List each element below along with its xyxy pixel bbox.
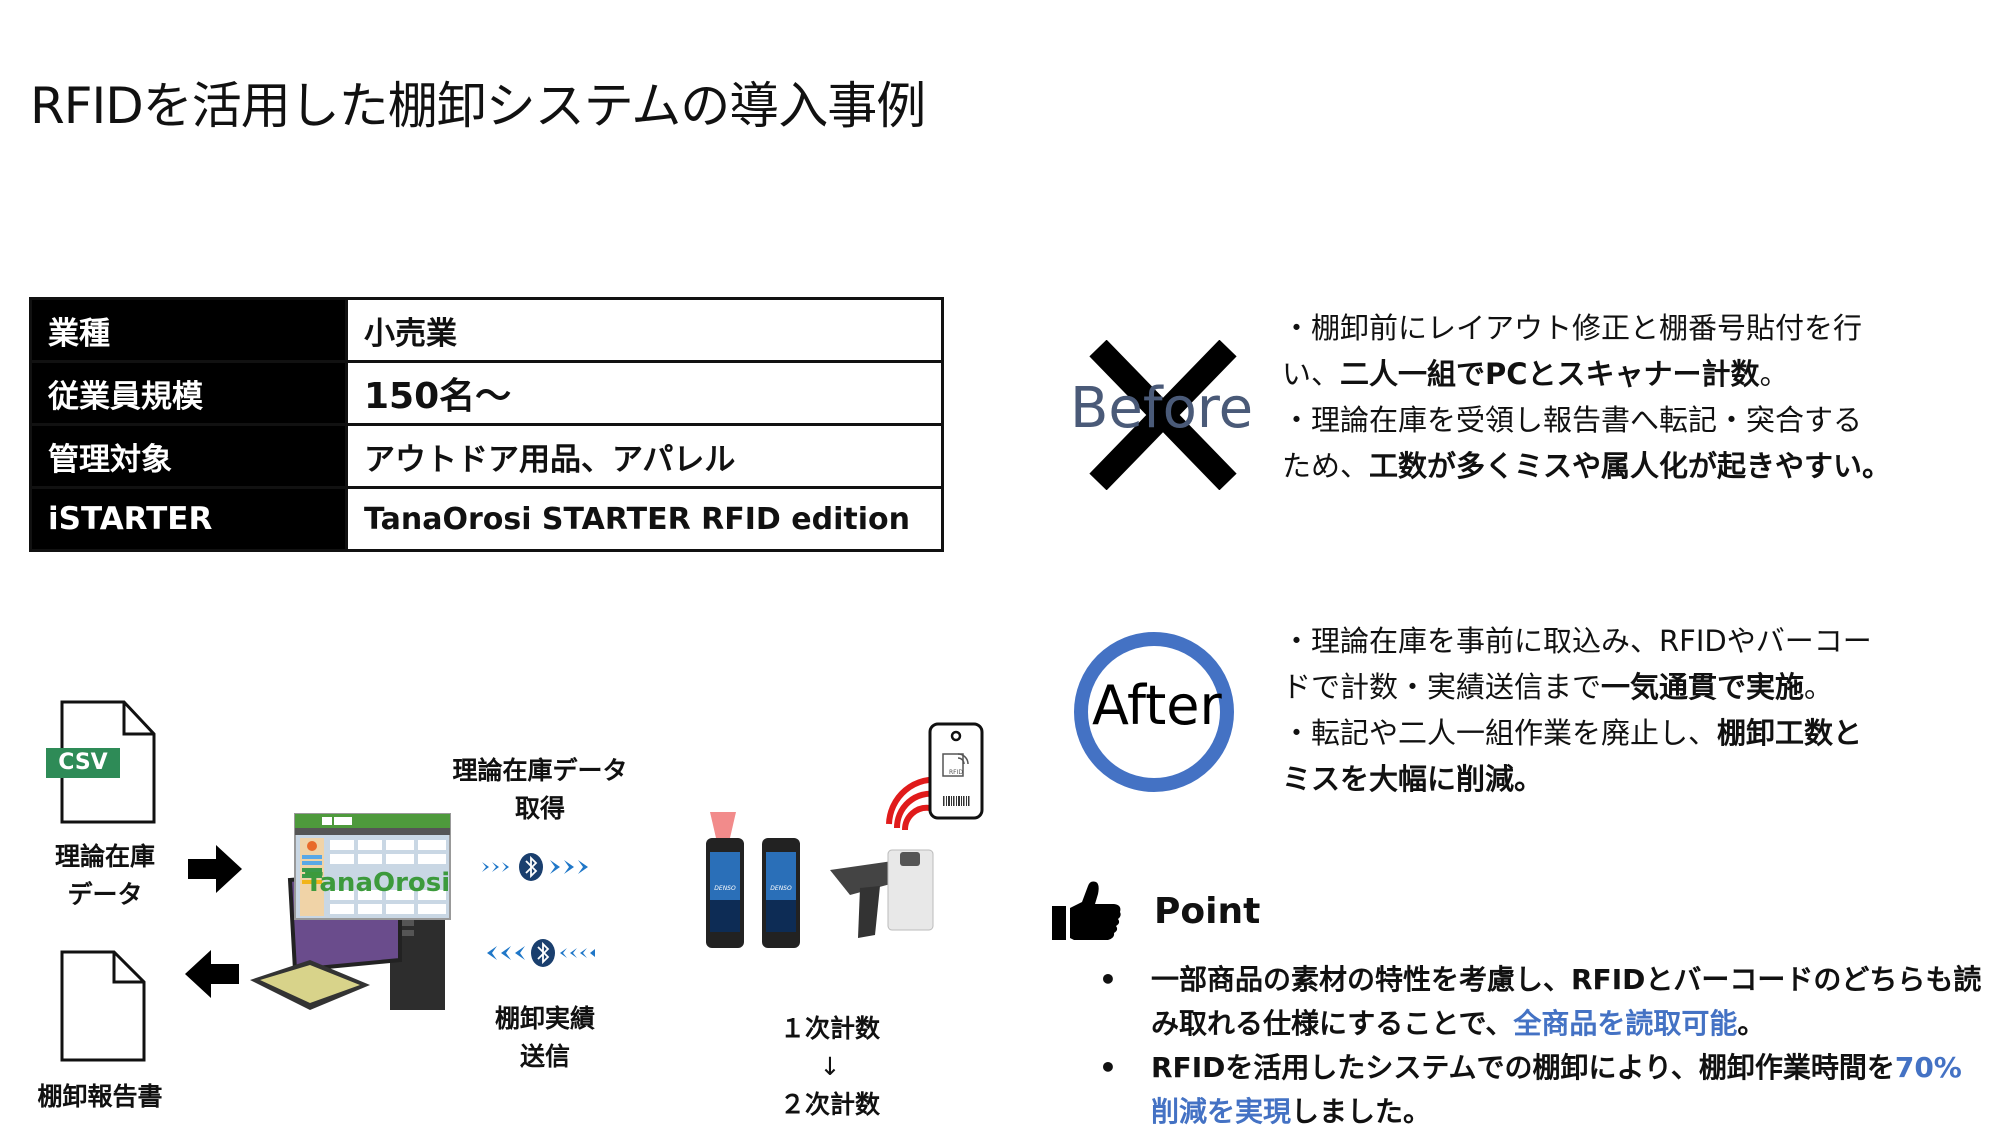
point-title: Point [1154,890,1261,932]
after-label: After [1092,674,1222,737]
after-line-2-tail: 。 [1804,670,1834,704]
before-badge: Before [1068,340,1253,490]
before-line-4-bold: 工数が多くミスや属人化が起きやすい。 [1369,449,1892,483]
point-heading: Point [1052,880,1260,942]
before-line-3: ・理論在庫を受領し報告書へ転記・突合する [1282,403,1863,437]
get-inventory-label-line1: 理論在庫データ [452,756,628,785]
row-key-product: iSTARTER [29,486,348,552]
send-results-label: 棚卸実績 送信 [470,1000,620,1076]
after-line-2-bold: 一気通貫で実施 [1601,670,1805,704]
app-name-label: TanaOrosi [305,868,451,898]
csv-badge: CSV [46,748,120,778]
after-line-3-normal: ・転記や二人一組作業を廃止し、 [1282,716,1718,750]
case-info-table: 業種 小売業 従業員規模 150名～ 管理対象 アウトドア用品、アパレル iST… [29,297,944,552]
row-value-product: TanaOrosi STARTER RFID edition [345,486,944,552]
row-value-target: アウトドア用品、アパレル [345,423,944,489]
report-file-icon [60,950,146,1062]
arrow-left-icon [185,950,239,998]
inventory-data-label-line1: 理論在庫 [54,842,155,871]
bluetooth-send-icon [482,853,588,881]
table-row: 業種 小売業 [29,297,944,363]
table-row: iSTARTER TanaOrosi STARTER RFID edition [29,486,944,552]
table-row: 管理対象 アウトドア用品、アパレル [29,423,944,489]
before-line-2-normal: い、 [1282,357,1341,391]
before-description: ・棚卸前にレイアウト修正と棚番号貼付を行 い、二人一組でPCとスキャナー計数。 … [1282,305,1982,489]
after-badge: After [1074,632,1240,798]
arrow-down-icon: ↓ [819,1052,841,1081]
get-inventory-label-line2: 取得 [514,794,565,823]
after-description: ・理論在庫を事前に取込み、RFIDやバーコー ドで計数・実績送信まで一気通貫で実… [1282,618,1982,802]
list-item: 一部商品の素材の特性を考慮し、RFIDとバーコードのどちらも読み取れる仕様にする… [1095,958,1985,1046]
inventory-data-label-line2: データ [67,880,143,909]
send-results-label-line1: 棚卸実績 [494,1004,595,1033]
handheld-devices-icon: DENSO DENSO RFID [706,722,984,948]
before-line-4-normal: ため、 [1282,449,1370,483]
row-key-employees: 従業員規模 [29,360,348,426]
before-label: Before [1070,376,1254,441]
svg-text:DENSO: DENSO [714,885,736,892]
table-row: 従業員規模 150名～ [29,360,944,426]
inventory-data-label: 理論在庫 データ [40,838,170,914]
before-line-2-bold: 二人一組でPCとスキャナー計数 [1340,357,1760,391]
svg-text:RFID: RFID [949,769,963,776]
thumbs-up-icon [1052,881,1121,940]
first-count-label: １次計数 [779,1014,880,1043]
report-label: 棚卸報告書 [37,1082,163,1111]
point-1-tail: 。 [1737,1007,1766,1040]
after-line-1: ・理論在庫を事前に取込み、RFIDやバーコー [1282,624,1872,658]
get-inventory-label: 理論在庫データ 取得 [430,752,650,828]
arrow-right-icon [188,845,242,893]
after-line-4-bold: ミスを大幅に削減。 [1282,762,1544,796]
after-line-3-bold: 棚卸工数と [1717,716,1863,750]
before-line-2-tail: 。 [1759,357,1789,391]
pc-tanaorosi-icon [250,813,451,1010]
point-list: 一部商品の素材の特性を考慮し、RFIDとバーコードのどちらも読み取れる仕様にする… [1095,958,1985,1134]
svg-text:DENSO: DENSO [770,885,792,892]
row-value-industry: 小売業 [345,297,944,363]
point-1-highlight: 全商品を読取可能 [1513,1007,1738,1040]
before-line-1: ・棚卸前にレイアウト修正と棚番号貼付を行 [1282,311,1863,345]
count-steps-label: １次計数 ↓ ２次計数 [750,1010,910,1124]
point-2-text: RFIDを活用したシステムでの棚卸により、棚卸作業時間を [1151,1051,1895,1084]
list-item: RFIDを活用したシステムでの棚卸により、棚卸作業時間を70%削減を実現しました… [1095,1046,1985,1134]
after-line-2-normal: ドで計数・実績送信まで [1282,670,1602,704]
row-key-industry: 業種 [29,297,348,363]
point-2-tail: しました。 [1291,1095,1432,1128]
point-1-text: 一部商品の素材の特性を考慮し、RFIDとバーコードのどちらも読み取れる仕様にする… [1151,963,1982,1040]
row-key-target: 管理対象 [29,423,348,489]
second-count-label: ２次計数 [779,1090,880,1119]
point-2-highlight: 70%削減を実現 [1151,1051,1962,1128]
row-value-employees: 150名～ [345,360,944,426]
bluetooth-receive-icon [487,939,595,967]
send-results-label-line2: 送信 [519,1042,570,1071]
page-title: RFIDを活用した棚卸システムの導入事例 [30,77,926,135]
cross-icon [1089,340,1237,490]
